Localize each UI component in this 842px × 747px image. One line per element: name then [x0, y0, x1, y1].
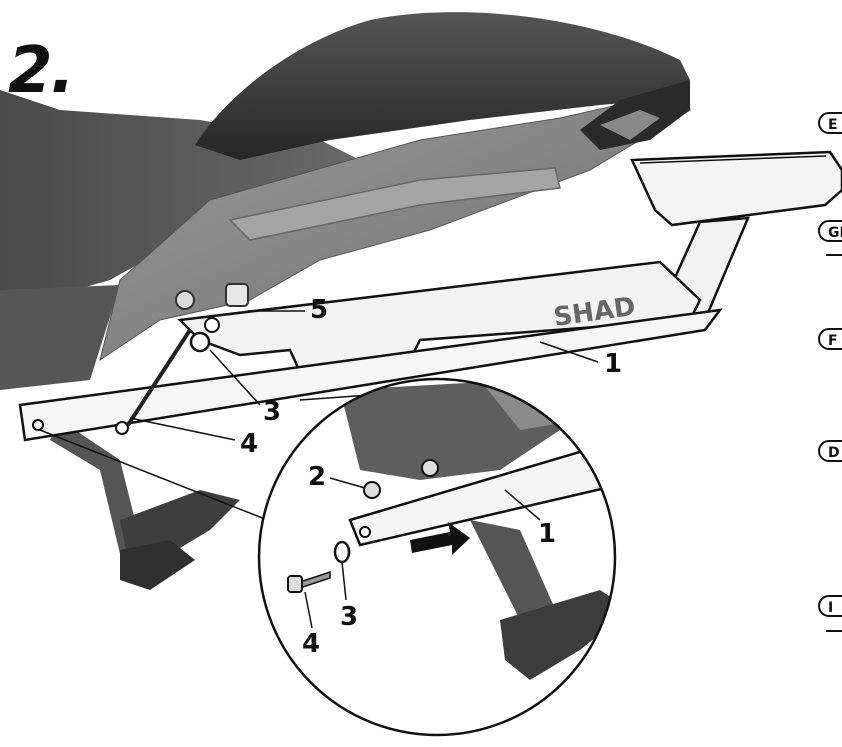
callout-5: 5	[310, 295, 328, 325]
language-tab-d: D	[818, 440, 842, 462]
motorcycle-body	[0, 12, 692, 590]
callout-4: 4	[240, 429, 258, 459]
callout-3: 3	[263, 397, 281, 427]
language-tab-i: I	[818, 595, 842, 617]
zoom-callout-3: 3	[340, 602, 358, 632]
language-tab-gb: GI	[818, 220, 842, 242]
language-tab-f: F	[818, 328, 842, 350]
language-divider	[826, 254, 842, 256]
leader-lines-zoom	[304, 477, 541, 629]
zoom-callout-1: 1	[538, 519, 556, 549]
rack-frame	[18, 150, 842, 442]
language-divider	[826, 630, 842, 632]
language-tab-e: E	[818, 112, 842, 134]
zoom-callout-4: 4	[302, 629, 320, 659]
callout-1: 1	[604, 349, 622, 379]
step-number: 2.	[8, 34, 75, 108]
detail-zoom-circle	[257, 377, 617, 737]
zoom-callout-2: 2	[308, 462, 326, 492]
leader-lines-main	[39, 310, 599, 526]
